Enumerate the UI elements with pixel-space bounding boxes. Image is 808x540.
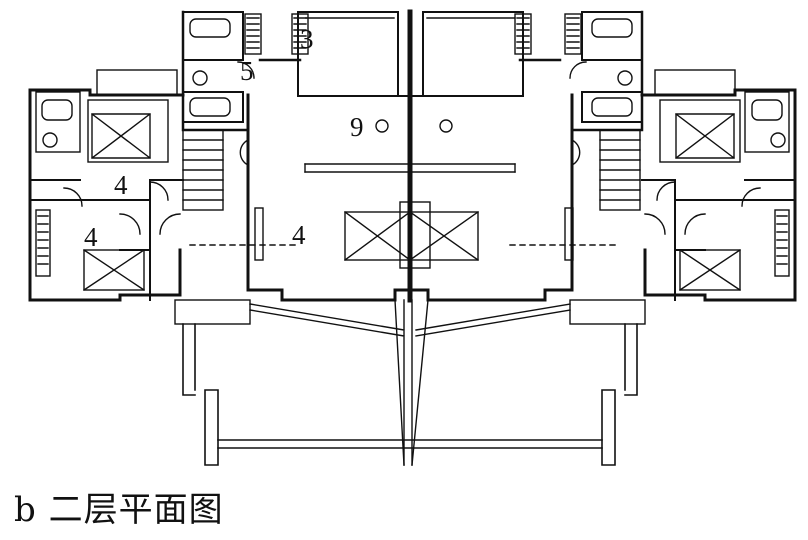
left-bath-wing bbox=[35, 91, 81, 153]
right-bath-lower bbox=[581, 91, 643, 123]
central-units bbox=[189, 9, 621, 303]
terrace-fins-left bbox=[249, 299, 413, 466]
room-label-stair-top: 3 bbox=[300, 24, 314, 54]
right-balcony-top bbox=[654, 69, 736, 96]
terrace-left-post bbox=[182, 323, 219, 466]
left-door-3 bbox=[159, 213, 181, 235]
left-bedroom-upper-cross bbox=[91, 113, 151, 159]
room-label-void-center: 9 bbox=[350, 112, 364, 142]
left-wing-tub bbox=[41, 99, 73, 121]
left-plinth bbox=[174, 299, 251, 325]
left-bedroom-upper bbox=[87, 99, 169, 163]
right-closet-wing bbox=[774, 209, 790, 277]
left-bedroom-lower-cross bbox=[83, 249, 145, 291]
right-wing-outer bbox=[640, 88, 797, 302]
void-right bbox=[409, 211, 479, 261]
left-closet-hatch-2 bbox=[293, 17, 307, 49]
terrace-fins-right bbox=[415, 303, 571, 337]
left-closet-wing-hatch bbox=[37, 215, 49, 265]
left-wing-toilet bbox=[42, 132, 58, 148]
room-label-hall-left: 5 bbox=[240, 56, 254, 86]
left-closet-hatch-1 bbox=[246, 17, 260, 49]
right-tub-upper bbox=[591, 18, 633, 38]
left-wing bbox=[28, 69, 251, 325]
left-bedroom-lower-bed bbox=[83, 249, 145, 291]
right-wing-partition bbox=[641, 179, 796, 301]
room-label-bedroom-left-upper: 4 bbox=[114, 170, 128, 200]
right-bath-wing bbox=[744, 91, 790, 153]
left-closet-2 bbox=[291, 13, 309, 55]
left-stair-treads bbox=[182, 139, 224, 201]
right-closet-2 bbox=[564, 13, 582, 55]
room-label-bedroom-left-lower: 4 bbox=[84, 222, 98, 252]
left-tub-lower bbox=[189, 97, 231, 117]
left-closet-wing bbox=[35, 209, 51, 277]
column-left bbox=[375, 119, 389, 133]
right-plinth bbox=[569, 299, 646, 325]
column-right bbox=[439, 119, 453, 133]
right-wing bbox=[569, 69, 797, 325]
right-hall-door bbox=[569, 61, 587, 79]
right-bedroom-lower-bed bbox=[679, 249, 741, 291]
right-closet-hatch-1 bbox=[516, 17, 530, 49]
left-wing-partition bbox=[29, 179, 184, 301]
right-service-core bbox=[514, 10, 644, 211]
left-hall-door bbox=[237, 61, 255, 79]
left-closet-1 bbox=[244, 13, 262, 55]
left-wing-outer bbox=[28, 88, 185, 302]
right-stair-treads bbox=[599, 139, 641, 201]
left-stair-door bbox=[239, 139, 249, 166]
left-door-4 bbox=[149, 181, 169, 201]
right-wing-toilet bbox=[770, 132, 786, 148]
right-tub-lower bbox=[591, 97, 633, 117]
right-closet-hatch-2 bbox=[566, 17, 580, 49]
right-closet-1 bbox=[514, 13, 532, 55]
left-balcony-top bbox=[96, 69, 178, 96]
terrace-taper bbox=[394, 299, 429, 466]
right-door-3 bbox=[644, 213, 666, 235]
left-tub-upper bbox=[189, 18, 231, 38]
window-right bbox=[564, 207, 574, 261]
right-bedroom-lower-cross bbox=[679, 249, 741, 291]
left-toilet bbox=[192, 70, 208, 86]
right-door-1 bbox=[741, 187, 761, 207]
right-door-2 bbox=[684, 213, 706, 235]
right-toilet bbox=[617, 70, 633, 86]
figure-caption: b 二层平面图 bbox=[14, 490, 224, 530]
right-bedroom-upper-cross bbox=[675, 113, 735, 159]
void-core bbox=[399, 201, 431, 269]
right-bedroom-upper bbox=[659, 99, 741, 163]
room-label-living-center: 4 bbox=[292, 220, 306, 250]
left-door-1 bbox=[63, 187, 83, 207]
top-room-right bbox=[422, 11, 524, 97]
left-service-core bbox=[181, 10, 309, 211]
window-left bbox=[254, 207, 264, 261]
right-door-4 bbox=[656, 181, 676, 201]
left-door-2 bbox=[119, 213, 141, 235]
void-right-cross bbox=[409, 211, 479, 261]
right-wing-tub bbox=[751, 99, 783, 121]
void-left-cross bbox=[344, 211, 411, 261]
left-bath-lower bbox=[182, 91, 244, 123]
right-stair-door bbox=[571, 139, 581, 166]
right-closet-wing-hatch bbox=[776, 215, 788, 265]
terrace-beam bbox=[217, 439, 603, 449]
terrace-right-post bbox=[601, 323, 638, 466]
front-terrace bbox=[182, 299, 638, 466]
